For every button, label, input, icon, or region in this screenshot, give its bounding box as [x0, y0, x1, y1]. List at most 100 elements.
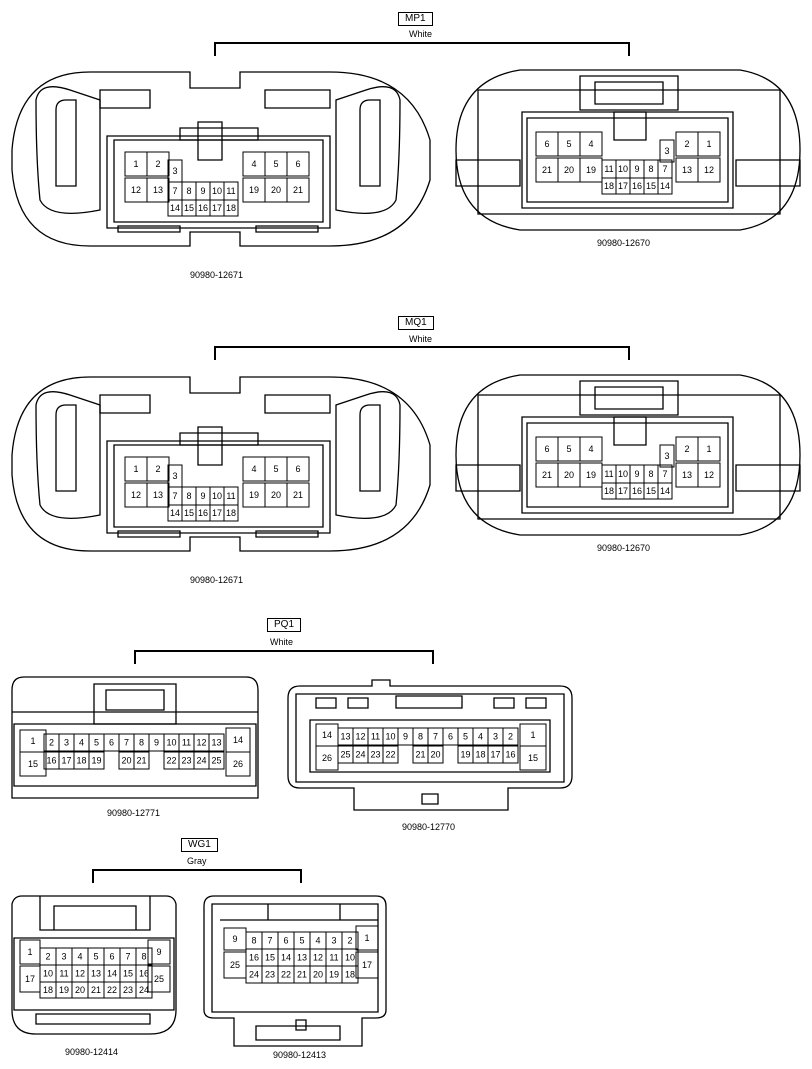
c12414-pin-1: 1 [19, 939, 41, 965]
pin-label: 17 [618, 181, 628, 191]
pin-label: 15 [528, 753, 538, 763]
c12413-pin-18: 18 [341, 965, 359, 984]
pin-label: 25 [154, 974, 164, 984]
c12671-mp1-pin-3: 3 [167, 159, 183, 183]
c12771-pin-10: 10 [163, 733, 180, 752]
pin-label: 12 [131, 185, 141, 195]
pin-label: 21 [297, 970, 307, 980]
c12771-pin-3: 3 [58, 733, 75, 752]
c12670-mp1-pin-10: 10 [615, 159, 631, 179]
pin-label: 17 [61, 756, 71, 766]
c12670-mp1-pin-12: 12 [697, 157, 721, 183]
pin-label: 4 [588, 139, 593, 149]
pin-label: 5 [273, 159, 278, 169]
pin-label: 10 [618, 164, 628, 174]
c12670-mp1-pin-18: 18 [601, 177, 617, 195]
pin-label: 11 [604, 164, 613, 174]
pin-label: 11 [226, 186, 235, 196]
connector-code-pq1: PQ1 [267, 618, 302, 632]
pin-label: 20 [121, 756, 131, 766]
pin-label: 18 [604, 181, 614, 191]
c12413-pin-4: 4 [309, 931, 327, 950]
pin-label: 10 [212, 491, 222, 501]
pin-label: 14 [170, 203, 180, 213]
pin-label: 13 [340, 732, 350, 742]
pin-label: 13 [297, 953, 307, 963]
pin-label: 1 [706, 444, 711, 454]
c12670-mp1-pin-6: 6 [535, 131, 559, 157]
c12414-pin-16: 16 [135, 964, 153, 983]
c12671-mp1-pin-6: 6 [286, 151, 310, 177]
pin-label: 24 [196, 756, 206, 766]
c12670-mp1-pin-1: 1 [697, 131, 721, 157]
pin-label: 16 [198, 203, 208, 213]
pin-label: 25 [211, 756, 221, 766]
c12414-pin-14: 14 [103, 964, 121, 983]
pin-label: 11 [59, 969, 68, 979]
c12670-mq1-pin-9: 9 [629, 464, 645, 484]
pin-label: 17 [212, 203, 222, 213]
pin-label: 11 [329, 953, 338, 963]
c12413-pin-15: 15 [261, 948, 279, 967]
pin-label: 23 [181, 756, 191, 766]
c12671-mp1-pin-20: 20 [264, 177, 288, 203]
pin-label: 12 [196, 738, 206, 748]
c12670-mq1-pin-18: 18 [601, 482, 617, 500]
pin-label: 4 [588, 444, 593, 454]
c12771-pin-1: 1 [19, 729, 47, 753]
c12771-pin-13: 13 [208, 733, 225, 752]
pin-label: 19 [586, 165, 596, 175]
pin-label: 15 [184, 203, 194, 213]
c12771-pin-17: 17 [58, 751, 75, 770]
pin-label: 20 [271, 490, 281, 500]
c12771-pin-5: 5 [88, 733, 105, 752]
c12414-pin-23: 23 [119, 981, 137, 999]
pin-label: 16 [249, 953, 259, 963]
c12770-pin-4: 4 [472, 727, 489, 746]
pin-label: 8 [648, 164, 653, 174]
pin-label: 16 [46, 756, 56, 766]
c12770-pin-7: 7 [427, 727, 444, 746]
c12671-mp1-pin-5: 5 [264, 151, 288, 177]
pin-label: 12 [313, 953, 323, 963]
c12671-mq1-pin-13: 13 [146, 482, 170, 508]
c12670-mq1-pin-16: 16 [629, 482, 645, 500]
c12413-pin-16: 16 [245, 948, 263, 967]
connector-color-wg1: Gray [187, 856, 207, 866]
c12671-mq1-pin-21: 21 [286, 482, 310, 508]
pin-label: 12 [75, 969, 85, 979]
c12414-pin-20: 20 [71, 981, 89, 999]
pin-label: 8 [648, 469, 653, 479]
pin-label: 7 [125, 952, 130, 962]
pin-label: 3 [331, 936, 336, 946]
c12413-pin-21: 21 [293, 965, 311, 984]
pin-label: 24 [139, 985, 149, 995]
c12414-pin-22: 22 [103, 981, 121, 999]
c12770-pin-13: 13 [337, 727, 354, 746]
pin-label: 16 [632, 181, 642, 191]
c12413-pin-11: 11 [325, 948, 343, 967]
c12770-pin-9: 9 [397, 727, 414, 746]
part-number-wg1-left: 90980-12414 [65, 1047, 119, 1057]
pin-label: 17 [212, 508, 222, 518]
c12670-mp1-pin-5: 5 [557, 131, 581, 157]
c12413-pin-24: 24 [245, 965, 263, 984]
pin-label: 24 [355, 750, 365, 760]
pin-label: 3 [664, 451, 669, 461]
pin-label: 22 [385, 750, 395, 760]
c12670-mq1-pin-11: 11 [601, 464, 617, 484]
c12671-mq1-pin-20: 20 [264, 482, 288, 508]
c12414-pin-4: 4 [71, 947, 89, 966]
pin-label: 5 [93, 952, 98, 962]
c12670-mq1-pin-1: 1 [697, 436, 721, 462]
c12414-pin-6: 6 [103, 947, 121, 966]
connector-12414-outline [11, 895, 177, 1035]
c12771-pin-8: 8 [133, 733, 150, 752]
pin-label: 10 [345, 953, 355, 963]
c12670-mq1-pin-13: 13 [675, 462, 699, 488]
c12771-pin-19: 19 [88, 751, 105, 770]
pin-label: 7 [124, 738, 129, 748]
c12414-pin-3: 3 [55, 947, 73, 966]
c12413-pin-12: 12 [309, 948, 327, 967]
c12671-mq1-pin-10: 10 [209, 486, 225, 506]
